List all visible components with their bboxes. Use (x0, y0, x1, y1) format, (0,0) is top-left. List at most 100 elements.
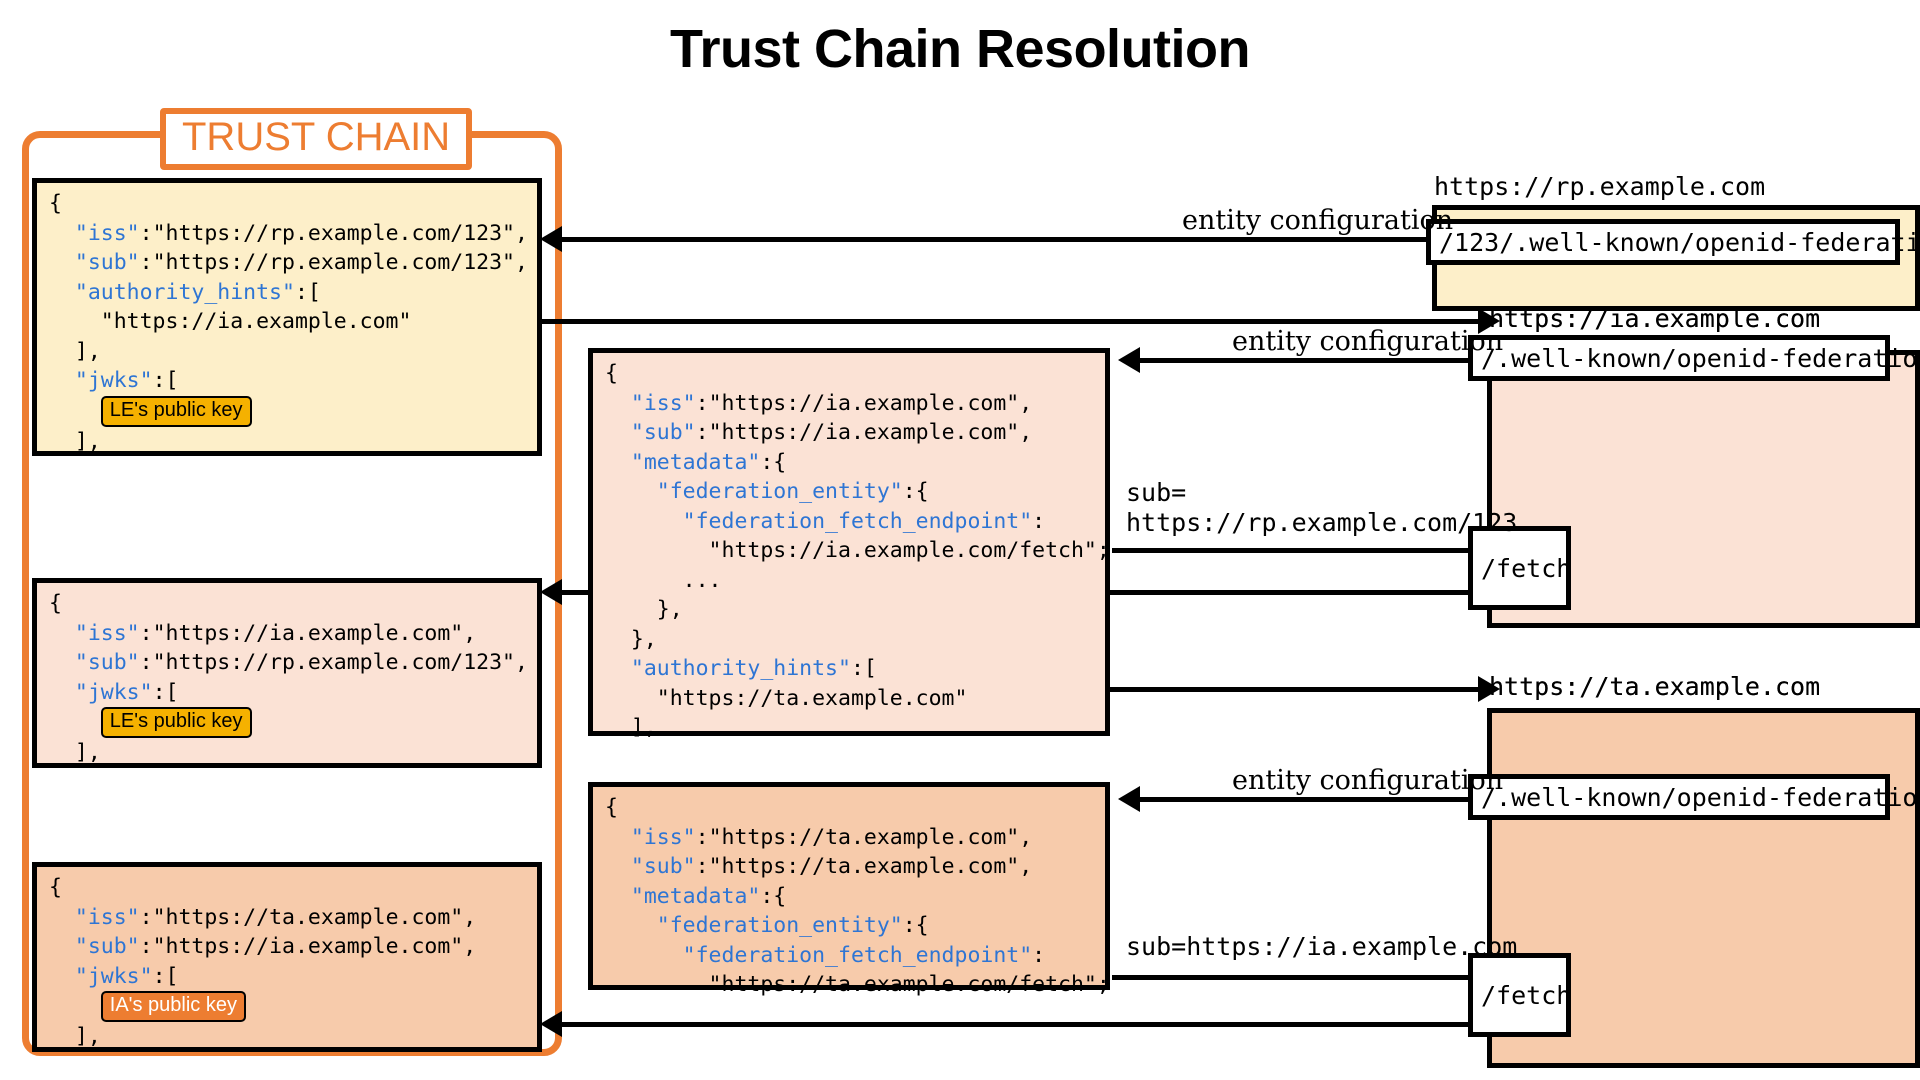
trust-chain-ta-subordinate-statement-line: "jwks":[ (49, 962, 527, 992)
center-ia-entity-configuration-line: "sub":"https://ia.example.com", (605, 418, 1095, 448)
trust-chain-rp-entity-configuration-key: "jwks" (74, 368, 153, 393)
trust-chain-card-ia-subordinate-statement: { "iss":"https://ia.example.com", "sub":… (32, 578, 542, 768)
center-ia-entity-configuration-line: ... (605, 566, 1095, 596)
edge-ta-entity-config-arrowhead (1118, 786, 1140, 812)
trust-chain-card-rp-entity-configuration: { "iss":"https://rp.example.com/123", "s… (32, 178, 542, 456)
center-ia-entity-configuration-value: :{ (902, 479, 929, 504)
center-ta-entity-configuration-line: "federation_entity":{ (605, 911, 1095, 941)
trust-chain-rp-entity-configuration-value: :[ (294, 279, 321, 305)
trust-chain-card-ta-subordinate-statement: { "iss":"https://ta.example.com", "sub":… (32, 862, 542, 1052)
trust-chain-ta-subordinate-statement-key: "sub" (74, 934, 140, 959)
center-ia-entity-configuration-key: "authority_hints" (630, 656, 851, 681)
trust-chain-rp-entity-configuration-text: { (49, 191, 62, 216)
center-ia-entity-configuration-value: :"https://ia.example.com", (695, 390, 1033, 416)
trust-chain-ta-subordinate-statement-line: IA's public key (49, 991, 527, 1022)
trust-chain-rp-entity-configuration-text: ], (49, 428, 101, 454)
trust-chain-ta-subordinate-statement-key: "iss" (74, 904, 140, 930)
center-ta-entity-configuration-value: :{ (902, 913, 929, 938)
ia-fetch-endpoint[interactable]: /fetch (1468, 526, 1571, 610)
center-ia-entity-configuration-line: "federation_entity":{ (605, 477, 1095, 507)
center-ta-entity-configuration-value: :{ (760, 883, 787, 909)
center-ta-entity-configuration-key: "federation_fetch_endpoint" (682, 942, 1033, 968)
edge-ta-entity-config (1140, 797, 1500, 802)
center-ia-entity-configuration-line: "https://ia.example.com/fetch"; (605, 536, 1110, 566)
center-ia-entity-configuration-key: "iss" (630, 390, 696, 416)
trust-chain-rp-entity-configuration-line: "https://ia.example.com" (49, 307, 527, 337)
trust-chain-rp-entity-configuration-key: "authority_hints" (74, 279, 295, 305)
trust-chain-ta-subordinate-statement-value: :"https://ia.example.com", (139, 934, 477, 959)
trust-chain-ta-subordinate-statement-public-key-chip: IA's public key (100, 991, 246, 1022)
trust-chain-rp-entity-configuration-value: :"https://rp.example.com/123", (139, 220, 528, 246)
edge-rp-entity-config-arrowhead (540, 226, 562, 252)
edge-ta-fetch-request (1112, 975, 1474, 980)
ta-server-panel (1487, 708, 1920, 1068)
center-ia-entity-configuration-line: "authority_hints":[ (605, 654, 1095, 684)
trust-chain-rp-entity-configuration-text: ], (49, 338, 101, 364)
page-title: Trust Chain Resolution (669, 19, 1251, 79)
target-label-ta-example-com: https://ta.example.com (1489, 672, 1821, 701)
trust-chain-ia-subordinate-statement-line: { (49, 589, 527, 619)
trust-chain-ia-subordinate-statement-line: "sub":"https://rp.example.com/123", (49, 648, 528, 678)
center-card-ta-entity-configuration: { "iss":"https://ta.example.com", "sub":… (588, 782, 1110, 997)
trust-chain-rp-entity-configuration-text: "https://ia.example.com" (49, 309, 412, 334)
ia-openid-federation-endpoint[interactable]: /.well-known/openid-federation (1468, 335, 1920, 381)
center-ia-entity-configuration-text: ... (605, 567, 722, 593)
trust-chain-rp-entity-configuration-line: "iss":"https://rp.example.com/123", (49, 219, 528, 249)
center-ia-entity-configuration-line: "metadata":{ (605, 448, 1095, 478)
center-ia-entity-configuration-text: }, (605, 597, 683, 622)
center-ia-entity-configuration-line: }, (605, 625, 1095, 655)
center-ta-entity-configuration-value: :"https://ta.example.com", (695, 824, 1033, 850)
trust-chain-rp-entity-configuration-key: "iss" (74, 220, 140, 246)
trust-chain-rp-entity-configuration-public-key-chip: LE's public key (100, 395, 252, 427)
center-ia-entity-configuration-value: :{ (760, 449, 787, 475)
trust-chain-rp-entity-configuration-line: "sub":"https://rp.example.com/123", (49, 248, 528, 278)
ta-openid-federation-endpoint[interactable]: /.well-known/openid-federation (1468, 774, 1920, 820)
trust-chain-rp-entity-configuration-line: "authority_hints":[ (49, 278, 527, 308)
edge-ia-fetch-request (1112, 548, 1474, 553)
center-ta-entity-configuration-key: "iss" (630, 824, 696, 850)
trust-chain-ta-subordinate-statement-line: ], (49, 1022, 527, 1052)
trust-chain-ia-subordinate-statement-public-key-chip: LE's public key (100, 707, 252, 738)
center-ta-entity-configuration-key: "metadata" (630, 883, 761, 909)
trust-chain-rp-entity-configuration-key: "sub" (74, 250, 140, 275)
center-ta-entity-configuration-line: "metadata":{ (605, 882, 1095, 912)
edge-ia-fetch-response-arrowhead (540, 579, 562, 605)
center-ia-entity-configuration-value: :"https://ia.example.com", (695, 420, 1033, 445)
trust-chain-ta-subordinate-statement-key: "jwks" (74, 963, 153, 989)
edge-ia-authority-hint-arrowhead (1478, 676, 1500, 702)
trust-chain-ia-subordinate-statement-line: "jwks":[ (49, 678, 527, 708)
rp-openid-federation-endpoint[interactable]: /123/.well-known/openid-federation (1426, 219, 1920, 265)
trust-chain-ia-subordinate-statement-line: "iss":"https://ia.example.com", (49, 619, 527, 649)
center-ia-entity-configuration-text: "https://ia.example.com/fetch"; (605, 538, 1110, 563)
edge-ia-entity-config-arrowhead (1118, 347, 1140, 373)
edge-label-fetch-query-ia: sub=https://ia.example.com (1126, 932, 1518, 961)
center-ia-entity-configuration-key: "sub" (630, 420, 696, 445)
trust-chain-ia-subordinate-statement-key: "jwks" (74, 679, 153, 705)
center-ia-entity-configuration-line: "iss":"https://ia.example.com", (605, 389, 1095, 419)
ia-host-label: https://ia.example.com (1489, 304, 1821, 333)
center-ta-entity-configuration-value: : (1032, 942, 1046, 968)
trust-chain-rp-entity-configuration-line: LE's public key (49, 395, 527, 427)
trust-chain-ta-subordinate-statement-line: "iss":"https://ta.example.com", (49, 903, 527, 933)
center-ta-entity-configuration-line: "https://ta.example.com/fetch"; (605, 970, 1110, 1000)
trust-chain-rp-entity-configuration-value: :"https://rp.example.com/123", (139, 250, 528, 275)
trust-chain-ta-subordinate-statement-text: ], (49, 1024, 101, 1049)
center-ta-entity-configuration-key: "federation_entity" (656, 913, 903, 938)
center-ta-entity-configuration-line: { (605, 793, 1095, 823)
trust-chain-ia-subordinate-statement-value: :"https://rp.example.com/123", (139, 650, 528, 675)
rp-host-label: https://rp.example.com (1434, 172, 1766, 201)
edge-label-entity-configuration-ta: entity configuration (1232, 765, 1504, 796)
center-ia-entity-configuration-key: "metadata" (630, 449, 761, 475)
edge-rp-entity-config (560, 237, 1440, 242)
trust-chain-ia-subordinate-statement-key: "sub" (74, 650, 140, 675)
edge-ta-fetch-response-arrowhead (540, 1011, 562, 1037)
edge-label-entity-configuration-ia: entity configuration (1232, 326, 1504, 357)
trust-chain-legend: TRUST CHAIN (160, 108, 473, 170)
ta-fetch-endpoint[interactable]: /fetch (1468, 953, 1571, 1037)
center-ia-entity-configuration-line: ], (605, 713, 1095, 743)
trust-chain-ta-subordinate-statement-value: :[ (152, 963, 179, 989)
ta-host-label: https://ta.example.com (1489, 672, 1821, 701)
center-ia-entity-configuration-key: "federation_fetch_endpoint" (682, 508, 1033, 534)
center-ia-entity-configuration-value: :[ (850, 656, 877, 681)
center-ia-entity-configuration-text: "https://ta.example.com" (605, 685, 968, 711)
